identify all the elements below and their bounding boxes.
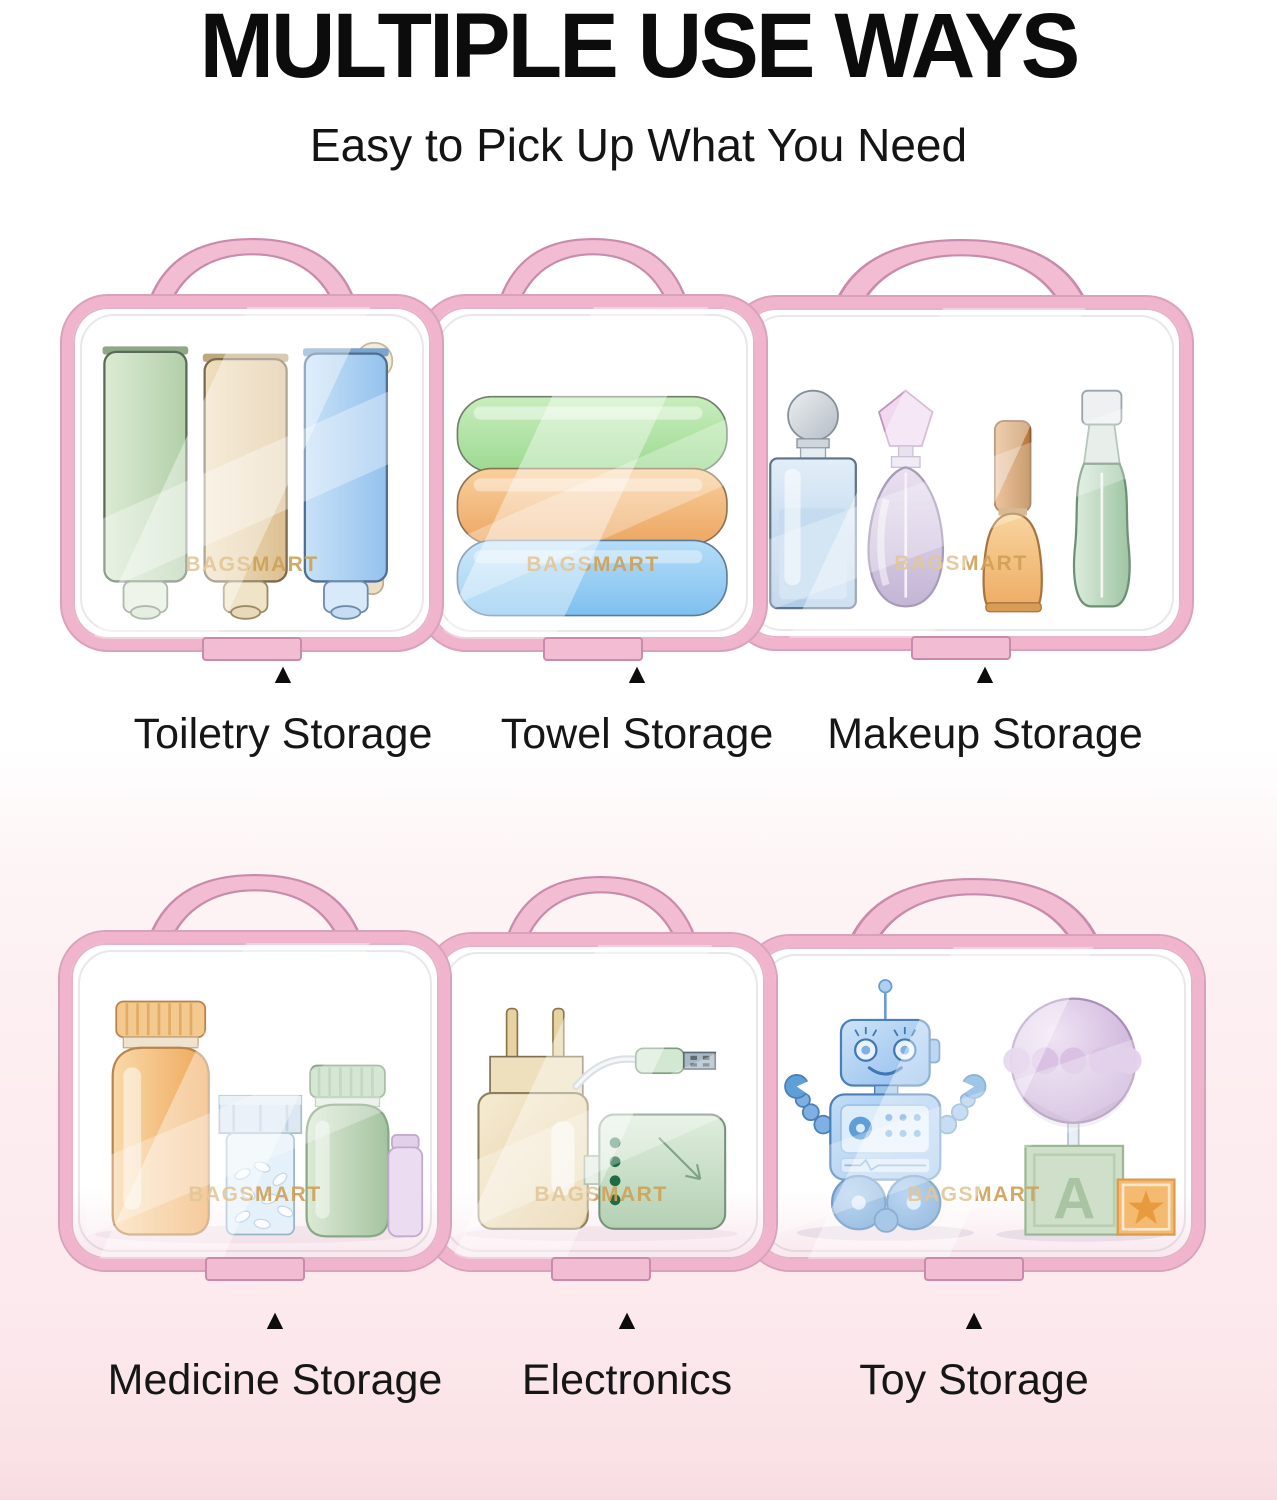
caption-makeup: ▲ Makeup Storage: [765, 660, 1205, 759]
up-triangle-icon: ▲: [261, 1304, 289, 1335]
brand-watermark: BAGSMART: [894, 552, 1028, 575]
perfume-bottles-illustration: [756, 322, 1166, 626]
bag-panel: BAGSMART: [420, 296, 766, 650]
header: MULTIPLE USE WAYS Easy to Pick Up What Y…: [0, 0, 1277, 172]
up-triangle-icon: ▲: [960, 1304, 988, 1335]
brand-watermark: BAGSMART: [534, 1183, 668, 1206]
bag-label: Medicine Storage: [107, 1356, 443, 1404]
bag-toy-storage: A: [744, 878, 1204, 1281]
bag-label: Towel Storage: [500, 710, 774, 758]
bag-bottom-tab: [543, 637, 643, 661]
brand-watermark: BAGSMART: [907, 1183, 1041, 1206]
bag-label: Electronics: [521, 1356, 733, 1404]
bag-electronics: BAGSMART: [426, 876, 776, 1281]
caption-electronics: ▲ Electronics: [407, 1306, 847, 1405]
bag-label: Makeup Storage: [827, 710, 1143, 758]
bag-handle-icon: [505, 876, 697, 938]
pill-bottles-illustration: [86, 957, 424, 1247]
brand-watermark: BAGSMART: [185, 553, 319, 576]
folded-towels-illustration: [446, 321, 740, 627]
toiletry-tubes-illustration: [88, 321, 416, 627]
caption-toy: ▲ Toy Storage: [754, 1306, 1194, 1405]
bag-handle-icon: [148, 238, 356, 300]
bag-toiletry-storage: BAGSMART: [62, 238, 442, 661]
bag-handle-icon: [848, 878, 1100, 940]
bag-panel: BAGSMART: [730, 297, 1192, 649]
up-triangle-icon: ▲: [623, 658, 651, 689]
bag-bottom-tab: [924, 1257, 1024, 1281]
bag-towel-storage: BAGSMART: [420, 238, 766, 661]
caption-toiletry: ▲ Toiletry Storage: [63, 660, 503, 759]
robot-and-toys-illustration: A: [770, 961, 1178, 1247]
charger-power-bank-illustration: [452, 959, 750, 1247]
bag-panel: BAGSMART: [426, 934, 776, 1270]
bag-makeup-storage: BAGSMART: [730, 239, 1192, 660]
toy-block-letter: A: [1053, 1167, 1095, 1232]
bag-label: Toiletry Storage: [133, 710, 433, 758]
brand-watermark: BAGSMART: [188, 1183, 322, 1206]
bag-bottom-tab: [551, 1257, 651, 1281]
bag-bottom-tab: [202, 637, 302, 661]
bag-panel: A: [744, 936, 1204, 1270]
bag-label: Toy Storage: [859, 1356, 1089, 1404]
up-triangle-icon: ▲: [971, 658, 999, 689]
bag-panel: BAGSMART: [62, 296, 442, 650]
page-subtitle: Easy to Pick Up What You Need: [309, 119, 968, 171]
bag-bottom-tab: [911, 636, 1011, 660]
bag-handle-icon: [498, 238, 688, 300]
bag-bottom-tab: [205, 1257, 305, 1281]
bag-handle-icon: [148, 874, 362, 936]
caption-medicine: ▲ Medicine Storage: [55, 1306, 495, 1405]
page-title: MULTIPLE USE WAYS: [199, 0, 1081, 97]
bag-medicine-storage: BAGSMART: [60, 874, 450, 1281]
bag-handle-icon: [835, 239, 1087, 301]
up-triangle-icon: ▲: [269, 658, 297, 689]
up-triangle-icon: ▲: [613, 1304, 641, 1335]
bag-panel: BAGSMART: [60, 932, 450, 1270]
caption-towel: ▲ Towel Storage: [417, 660, 857, 759]
brand-watermark: BAGSMART: [526, 553, 660, 576]
